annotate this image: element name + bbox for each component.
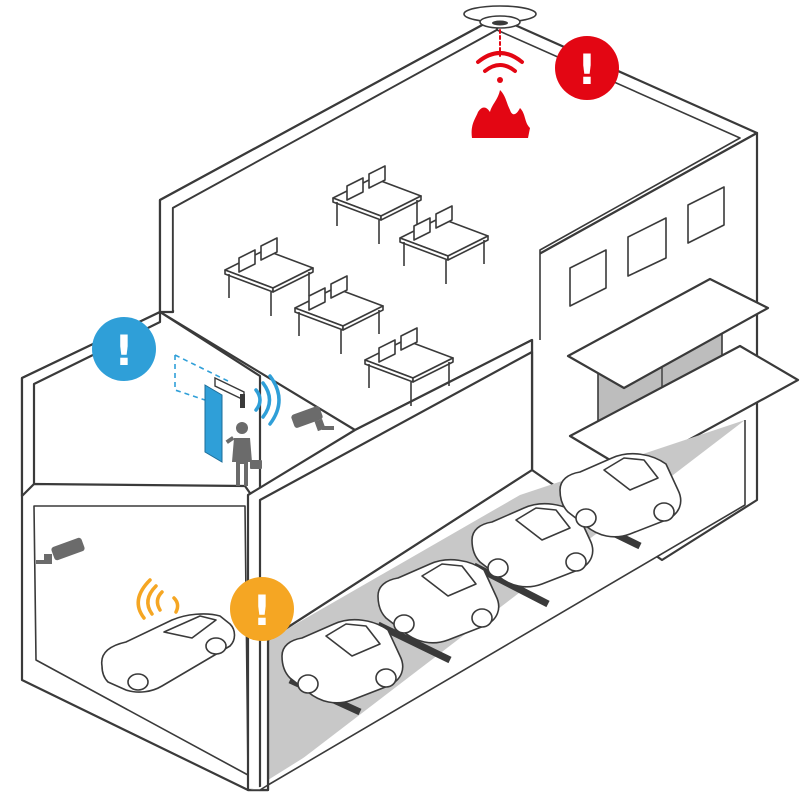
wireless-signal-icon bbox=[136, 578, 180, 620]
wireless-signal-icon bbox=[254, 374, 281, 426]
car-icon bbox=[377, 558, 500, 644]
desk-icon bbox=[294, 275, 384, 354]
access-control-door bbox=[174, 354, 245, 463]
smoke-detector-icon bbox=[463, 5, 537, 29]
cctv-camera-icon bbox=[291, 406, 334, 432]
alert-fire-badge: ! bbox=[555, 36, 619, 100]
desk-icon bbox=[364, 327, 454, 406]
car-icon bbox=[100, 613, 236, 693]
alert-parking-badge: ! bbox=[230, 577, 294, 641]
alert-access-badge: ! bbox=[92, 317, 156, 381]
car-icon bbox=[281, 618, 404, 704]
building-windows bbox=[569, 186, 725, 307]
cctv-camera-icon bbox=[36, 537, 85, 564]
door-icon bbox=[204, 384, 223, 463]
alert-symbol: ! bbox=[252, 586, 271, 635]
entrance-awning bbox=[566, 277, 800, 474]
fire-icon bbox=[471, 90, 530, 138]
alert-symbol: ! bbox=[114, 326, 133, 375]
desk-icon bbox=[399, 205, 489, 284]
person-icon bbox=[225, 422, 262, 486]
wireless-signal-icon bbox=[476, 29, 524, 83]
desk-icon bbox=[224, 237, 314, 316]
car-icon bbox=[471, 502, 594, 588]
desk-icon bbox=[332, 165, 422, 244]
parked-cars bbox=[100, 452, 682, 704]
alert-symbol: ! bbox=[577, 45, 596, 94]
car-icon bbox=[559, 452, 682, 538]
office-desks bbox=[224, 165, 489, 406]
